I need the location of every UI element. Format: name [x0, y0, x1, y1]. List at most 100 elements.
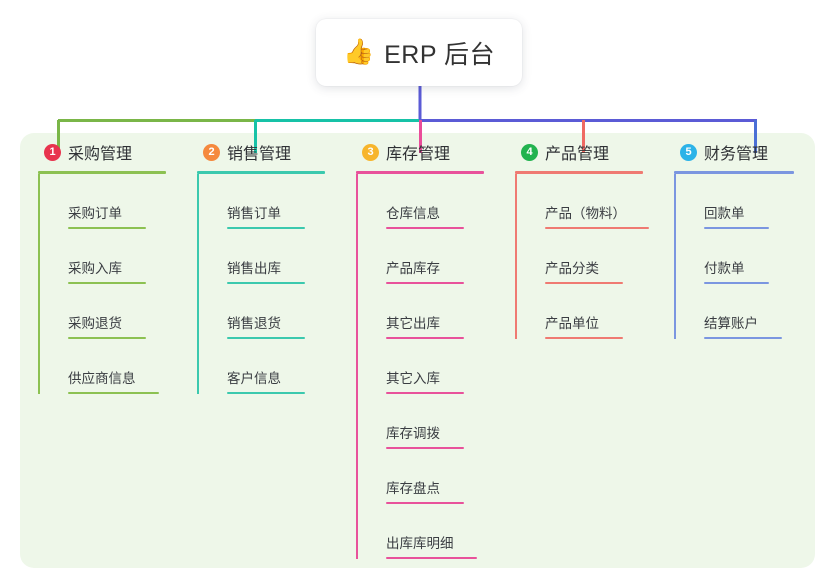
menu-item-label: 其它出库 [386, 316, 440, 331]
menu-item-label: 回款单 [704, 206, 745, 221]
menu-item-rule [68, 282, 146, 284]
menu-item-rule [386, 447, 464, 449]
column-spine [356, 174, 358, 559]
menu-item[interactable]: 销售退货 [206, 284, 338, 339]
menu-item-rule [386, 227, 464, 229]
column-items: 仓库信息产品库存其它出库其它入库库存调拨库存盘点出库库明细 [355, 174, 497, 559]
column-items: 产品（物料） 产品分类产品单位 [514, 174, 656, 339]
menu-item[interactable]: 客户信息 [206, 339, 338, 394]
root-node[interactable]: 👍 ERP 后台 [316, 19, 522, 86]
column-header-3[interactable]: 3 库存管理 [355, 133, 497, 171]
menu-item-rule [386, 392, 464, 394]
menu-item-label: 采购入库 [68, 261, 122, 276]
menu-item-label: 出库库明细 [386, 536, 454, 551]
menu-item-label: 库存调拨 [386, 426, 440, 441]
menu-item-label: 付款单 [704, 261, 745, 276]
column-badge-icon: 2 [203, 143, 220, 161]
menu-item-rule [227, 337, 305, 339]
diagram-panel [20, 133, 815, 568]
column-header-rule [38, 171, 166, 174]
menu-item[interactable]: 结算账户 [683, 284, 815, 339]
menu-item[interactable]: 仓库信息 [365, 174, 497, 229]
column-header-4[interactable]: 4 产品管理 [514, 133, 656, 171]
menu-item-label: 销售订单 [227, 206, 281, 221]
column-items: 回款单付款单结算账户 [673, 174, 815, 339]
menu-item[interactable]: 供应商信息 [47, 339, 179, 394]
column-badge-icon: 4 [521, 143, 538, 161]
menu-item[interactable]: 其它入库 [365, 339, 497, 394]
menu-item-label: 产品（物料） [545, 206, 626, 221]
column-header-rule [515, 171, 643, 174]
thumbs-up-icon: 👍 [342, 38, 375, 66]
menu-item[interactable]: 其它出库 [365, 284, 497, 339]
column-items: 销售订单销售出库销售退货客户信息 [196, 174, 338, 394]
column-spine [515, 174, 517, 339]
column-spine [38, 174, 40, 394]
column-badge-icon: 3 [362, 143, 379, 161]
menu-item-rule [386, 502, 464, 504]
menu-item[interactable]: 采购退货 [47, 284, 179, 339]
menu-item-rule [68, 227, 146, 229]
column-spine [674, 174, 676, 339]
menu-item-label: 结算账户 [704, 316, 758, 331]
menu-item-rule [704, 282, 769, 284]
menu-item-rule [545, 282, 623, 284]
menu-item[interactable]: 采购订单 [47, 174, 179, 229]
column-4: 4 产品管理产品（物料） 产品分类产品单位 [497, 133, 656, 568]
menu-item-rule [227, 392, 305, 394]
menu-item[interactable]: 付款单 [683, 229, 815, 284]
menu-item-label: 产品单位 [545, 316, 599, 331]
column-list: 1 采购管理采购订单采购入库采购退货供应商信息 2 销售管理销售订单销售出库销售退货客… [20, 133, 815, 568]
column-header-2[interactable]: 2 销售管理 [196, 133, 338, 171]
column-badge-icon: 5 [680, 143, 697, 161]
column-header-rule [356, 171, 484, 174]
menu-item-rule [545, 337, 623, 339]
menu-item-label: 供应商信息 [68, 371, 136, 386]
menu-item[interactable]: 销售订单 [206, 174, 338, 229]
column-title: 库存管理 [386, 146, 451, 163]
column-items: 采购订单采购入库采购退货供应商信息 [37, 174, 179, 394]
menu-item-rule [227, 227, 305, 229]
menu-item-label: 产品分类 [545, 261, 599, 276]
menu-item-rule [386, 557, 477, 559]
root-title: ERP 后台 [384, 40, 496, 69]
menu-item-rule [386, 337, 464, 339]
menu-item[interactable]: 库存调拨 [365, 394, 497, 449]
column-title: 采购管理 [68, 146, 133, 163]
column-badge-icon: 1 [44, 143, 61, 161]
column-1: 1 采购管理采购订单采购入库采购退货供应商信息 [20, 133, 179, 568]
menu-item[interactable]: 回款单 [683, 174, 815, 229]
menu-item[interactable]: 产品单位 [524, 284, 656, 339]
menu-item-rule [704, 337, 782, 339]
menu-item[interactable]: 产品分类 [524, 229, 656, 284]
menu-item[interactable]: 库存盘点 [365, 449, 497, 504]
column-title: 产品管理 [545, 146, 610, 163]
menu-item[interactable]: 销售出库 [206, 229, 338, 284]
menu-item[interactable]: 产品（物料） [524, 174, 656, 229]
menu-item-label: 产品库存 [386, 261, 440, 276]
menu-item-rule [68, 337, 146, 339]
menu-item-label: 采购退货 [68, 316, 122, 331]
menu-item-label: 采购订单 [68, 206, 122, 221]
menu-item-label: 客户信息 [227, 371, 281, 386]
column-2: 2 销售管理销售订单销售出库销售退货客户信息 [179, 133, 338, 568]
menu-item[interactable]: 采购入库 [47, 229, 179, 284]
column-3: 3 库存管理仓库信息产品库存其它出库其它入库库存调拨库存盘点出库库明细 [338, 133, 497, 568]
column-title: 销售管理 [227, 146, 292, 163]
menu-item[interactable]: 出库库明细 [365, 504, 497, 559]
menu-item[interactable]: 产品库存 [365, 229, 497, 284]
menu-item-rule [704, 227, 769, 229]
column-header-1[interactable]: 1 采购管理 [37, 133, 179, 171]
menu-item-rule [545, 227, 649, 229]
column-header-rule [197, 171, 325, 174]
menu-item-label: 仓库信息 [386, 206, 440, 221]
menu-item-rule [68, 392, 159, 394]
column-header-rule [674, 171, 794, 174]
menu-item-rule [386, 282, 464, 284]
menu-item-label: 库存盘点 [386, 481, 440, 496]
menu-item-rule [227, 282, 305, 284]
menu-item-label: 其它入库 [386, 371, 440, 386]
